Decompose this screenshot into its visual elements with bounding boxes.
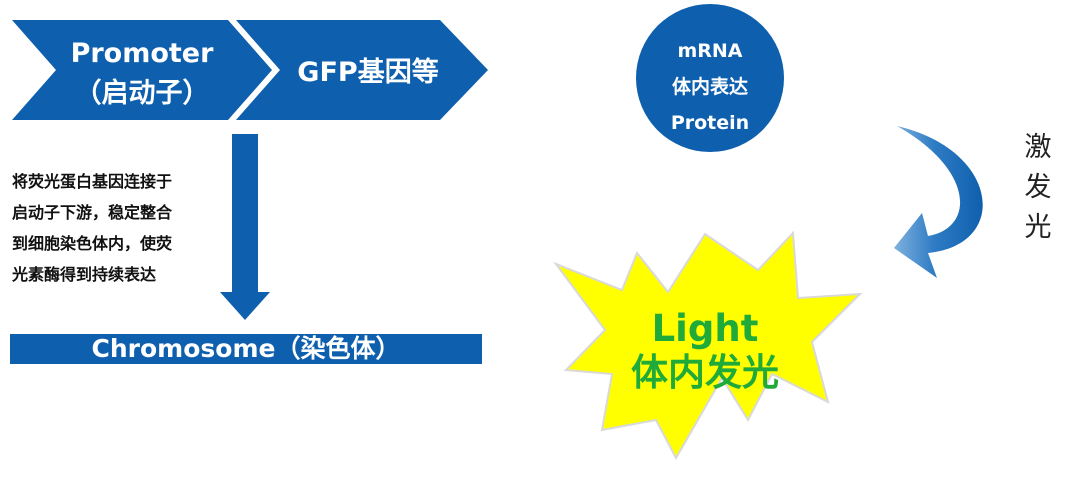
excitation-char: 光 (1024, 212, 1052, 243)
light-burst-shape (553, 230, 863, 461)
description-line: 启动子下游，稳定整合 (12, 203, 173, 222)
in-vivo-expression-label: 体内表达 (671, 76, 748, 98)
gfp-label: GFP基因等 (297, 57, 439, 88)
promoter-chevron (12, 20, 272, 120)
light-label-en: Light (651, 307, 759, 350)
expression-circle-shape (636, 4, 784, 152)
protein-label: Protein (670, 112, 750, 134)
mrna-label: mRNA (677, 40, 743, 62)
excitation-char: 发 (1024, 172, 1052, 203)
down-arrow (220, 134, 270, 320)
description-text: 将荧光蛋白基因连接于 启动子下游，稳定整合 到细胞染色体内，使荧 光素酶得到持续… (12, 166, 222, 290)
excitation-label: 激 发 光 (1020, 128, 1056, 248)
description-line: 到细胞染色体内，使荧 (12, 234, 173, 253)
excitation-char: 激 (1024, 132, 1052, 163)
light-burst-label: Light 体内发光 (585, 307, 825, 395)
chromosome-bar-shape (10, 334, 482, 364)
expression-circle-label: mRNA 体内表达 Protein (630, 33, 790, 141)
chromosome-label: Chromosome（染色体） (91, 334, 401, 363)
promoter-label-cn: （启动子） (74, 78, 210, 109)
curved-arrow (894, 126, 983, 278)
gfp-arrow (236, 20, 488, 120)
promoter-label: Promoter （启动子） (52, 34, 232, 114)
light-label-cn: 体内发光 (631, 351, 779, 394)
description-line: 光素酶得到持续表达 (12, 265, 157, 284)
description-line: 将荧光蛋白基因连接于 (12, 172, 173, 191)
promoter-label-en: Promoter (70, 38, 214, 69)
